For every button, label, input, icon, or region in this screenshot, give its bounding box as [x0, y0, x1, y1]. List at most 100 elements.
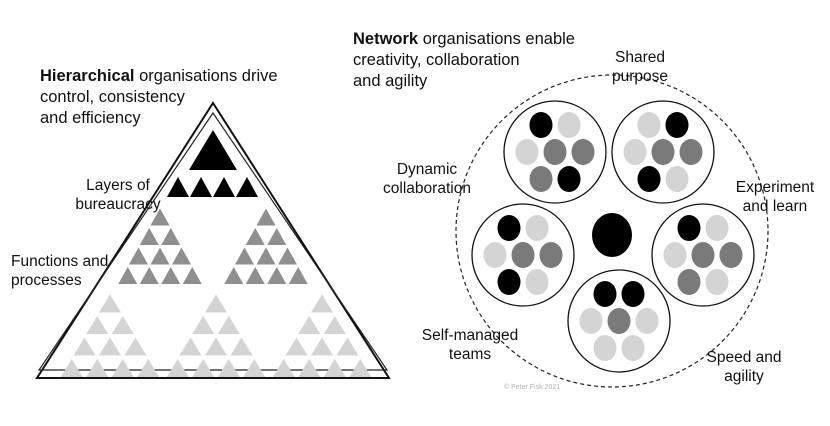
function-cluster-triangle — [267, 267, 287, 284]
process-cluster-triangle — [323, 316, 346, 334]
team-member-node — [557, 166, 581, 192]
process-cluster-triangle — [272, 359, 295, 377]
team-member-node — [529, 112, 553, 138]
team-member-node — [497, 269, 521, 295]
process-cluster-triangle — [311, 294, 333, 313]
team-member-node — [525, 269, 549, 295]
process-cluster-triangle — [285, 337, 308, 356]
hierarchical-heading-bold: Hierarchical — [40, 67, 135, 85]
team-member-node — [665, 166, 689, 192]
team-member-node — [705, 269, 729, 295]
process-cluster-triangle — [111, 359, 134, 377]
hierarchical-heading-line3: and efficiency — [40, 109, 141, 127]
function-cluster-triangle — [278, 247, 297, 265]
top-row-triangle — [213, 177, 235, 197]
process-cluster-triangle — [311, 337, 333, 356]
team-member-node — [705, 215, 729, 241]
process-cluster-triangle — [192, 359, 215, 377]
team-member-node — [515, 139, 539, 165]
hierarchical-heading-line1: organisations drive — [134, 67, 278, 85]
top-row-triangle — [167, 177, 189, 197]
network-dashed-ring — [455, 74, 769, 388]
process-cluster-triangle — [217, 359, 240, 377]
process-cluster-triangle — [124, 337, 147, 356]
team-member-node — [637, 112, 661, 138]
pyramid-inner-outline — [37, 111, 389, 371]
process-cluster-triangle — [137, 359, 160, 377]
copyright-text: © Peter Fisk 2021 — [504, 384, 561, 391]
speed-agility-label: Speed and agility — [706, 349, 782, 385]
network-heading-line3: and agility — [353, 72, 428, 90]
process-cluster-triangle — [192, 316, 215, 334]
function-cluster-triangle — [172, 247, 191, 265]
function-cluster-triangle — [150, 247, 170, 265]
function-cluster-triangle — [224, 267, 244, 284]
process-cluster-triangle — [336, 337, 359, 356]
team-member-node — [677, 215, 701, 241]
function-cluster-triangle — [256, 247, 276, 265]
team-member-node — [543, 139, 567, 165]
team-member-node — [557, 112, 581, 138]
shared-purpose-label: Shared purpose — [611, 49, 668, 85]
top-row-triangle — [236, 177, 258, 197]
team-member-node — [621, 335, 645, 361]
layers-label: Layers of bureaucracy — [75, 177, 161, 213]
function-cluster-triangle — [118, 267, 138, 284]
function-cluster-triangle — [235, 247, 254, 265]
team-member-node — [497, 215, 521, 241]
pyramid-outline — [35, 101, 391, 379]
process-cluster-triangle — [205, 294, 227, 313]
network-heading-line2: creativity, collaboration — [353, 51, 520, 69]
team-member-node — [529, 166, 553, 192]
team-member-node — [665, 112, 689, 138]
hierarchy-pyramid — [35, 101, 391, 379]
function-cluster-triangle — [245, 228, 265, 245]
function-cluster-triangle — [267, 228, 287, 245]
process-cluster-triangle — [217, 316, 240, 334]
team-member-node — [637, 166, 661, 192]
function-cluster-triangle — [245, 267, 265, 284]
functions-label: Functions and processes — [11, 253, 109, 289]
process-cluster-triangle — [73, 337, 96, 356]
team-member-node — [539, 242, 563, 268]
team-member-node — [571, 139, 595, 165]
team-member-node — [677, 269, 701, 295]
process-cluster-triangle — [86, 316, 109, 334]
network-core-node — [592, 213, 632, 257]
team-member-node — [525, 215, 549, 241]
process-cluster-triangle — [166, 359, 189, 377]
team-member-node — [691, 242, 715, 268]
process-cluster-triangle — [60, 359, 83, 377]
process-cluster-triangle — [298, 359, 321, 377]
team-member-node — [593, 281, 617, 307]
team-member-node — [579, 308, 603, 334]
dynamic-collaboration-label: Dynamic collaboration — [383, 161, 471, 197]
network-heading: Network organisations enable creativity,… — [353, 29, 575, 92]
team-member-node — [719, 242, 743, 268]
team-member-node — [663, 242, 687, 268]
network-diagram — [455, 74, 769, 388]
team-member-node — [651, 139, 675, 165]
process-cluster-triangle — [99, 294, 121, 313]
process-cluster-triangle — [111, 316, 134, 334]
function-cluster-triangle — [256, 208, 276, 226]
team-member-node — [593, 335, 617, 361]
team-member-node — [623, 139, 647, 165]
process-cluster-triangle — [298, 316, 321, 334]
team-member-node — [607, 308, 631, 334]
self-managed-label: Self-managed teams — [421, 327, 519, 363]
process-cluster-triangle — [243, 359, 266, 377]
hierarchical-heading: Hierarchical organisations drive control… — [40, 66, 278, 129]
team-member-node — [511, 242, 535, 268]
function-cluster-triangle — [139, 267, 159, 284]
network-heading-line1: organisations enable — [418, 30, 575, 48]
process-cluster-triangle — [179, 337, 202, 356]
hierarchical-heading-line2: control, consistency — [40, 88, 185, 106]
function-cluster-triangle — [161, 228, 181, 245]
team-member-node — [483, 242, 507, 268]
function-cluster-triangle — [161, 267, 181, 284]
experiment-label: Experiment and learn — [735, 179, 815, 215]
function-cluster-triangle — [150, 208, 170, 226]
function-cluster-triangle — [129, 247, 148, 265]
